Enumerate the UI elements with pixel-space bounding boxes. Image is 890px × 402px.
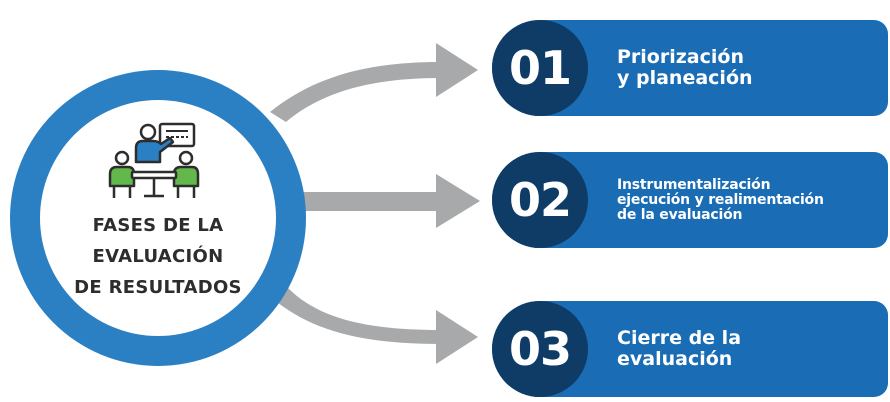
phase-2-number: 02 [492, 152, 588, 248]
phase-3-card: 03 Cierre de la evaluación [492, 301, 888, 397]
hub-title: FASES DE LA EVALUACIÓN DE RESULTADOS [74, 215, 242, 298]
phase-1-label-box: Priorización y planeación [617, 20, 880, 116]
phase-1-number: 01 [492, 20, 588, 116]
phase-3-label: Cierre de la evaluación [617, 327, 742, 370]
meeting-presentation-icon [108, 122, 200, 198]
phase-2-label: Instrumentalización ejecución y realimen… [617, 176, 824, 223]
phase-2-label-box: Instrumentalización ejecución y realimen… [617, 152, 880, 248]
arrow-to-phase-3 [272, 288, 478, 364]
arrow-to-phase-2 [300, 174, 480, 228]
phase-1-card: 01 Priorización y planeación [492, 20, 888, 116]
phase-3-label-box: Cierre de la evaluación [617, 301, 880, 397]
hub-circle: FASES DE LA EVALUACIÓN DE RESULTADOS [10, 70, 306, 366]
hub-inner: FASES DE LA EVALUACIÓN DE RESULTADOS [40, 100, 276, 336]
phase-2-card: 02 Instrumentalización ejecución y reali… [492, 152, 888, 248]
phase-1-label: Priorización y planeación [617, 46, 753, 89]
phase-3-number: 03 [492, 301, 588, 397]
arrow-to-phase-1 [270, 43, 478, 122]
